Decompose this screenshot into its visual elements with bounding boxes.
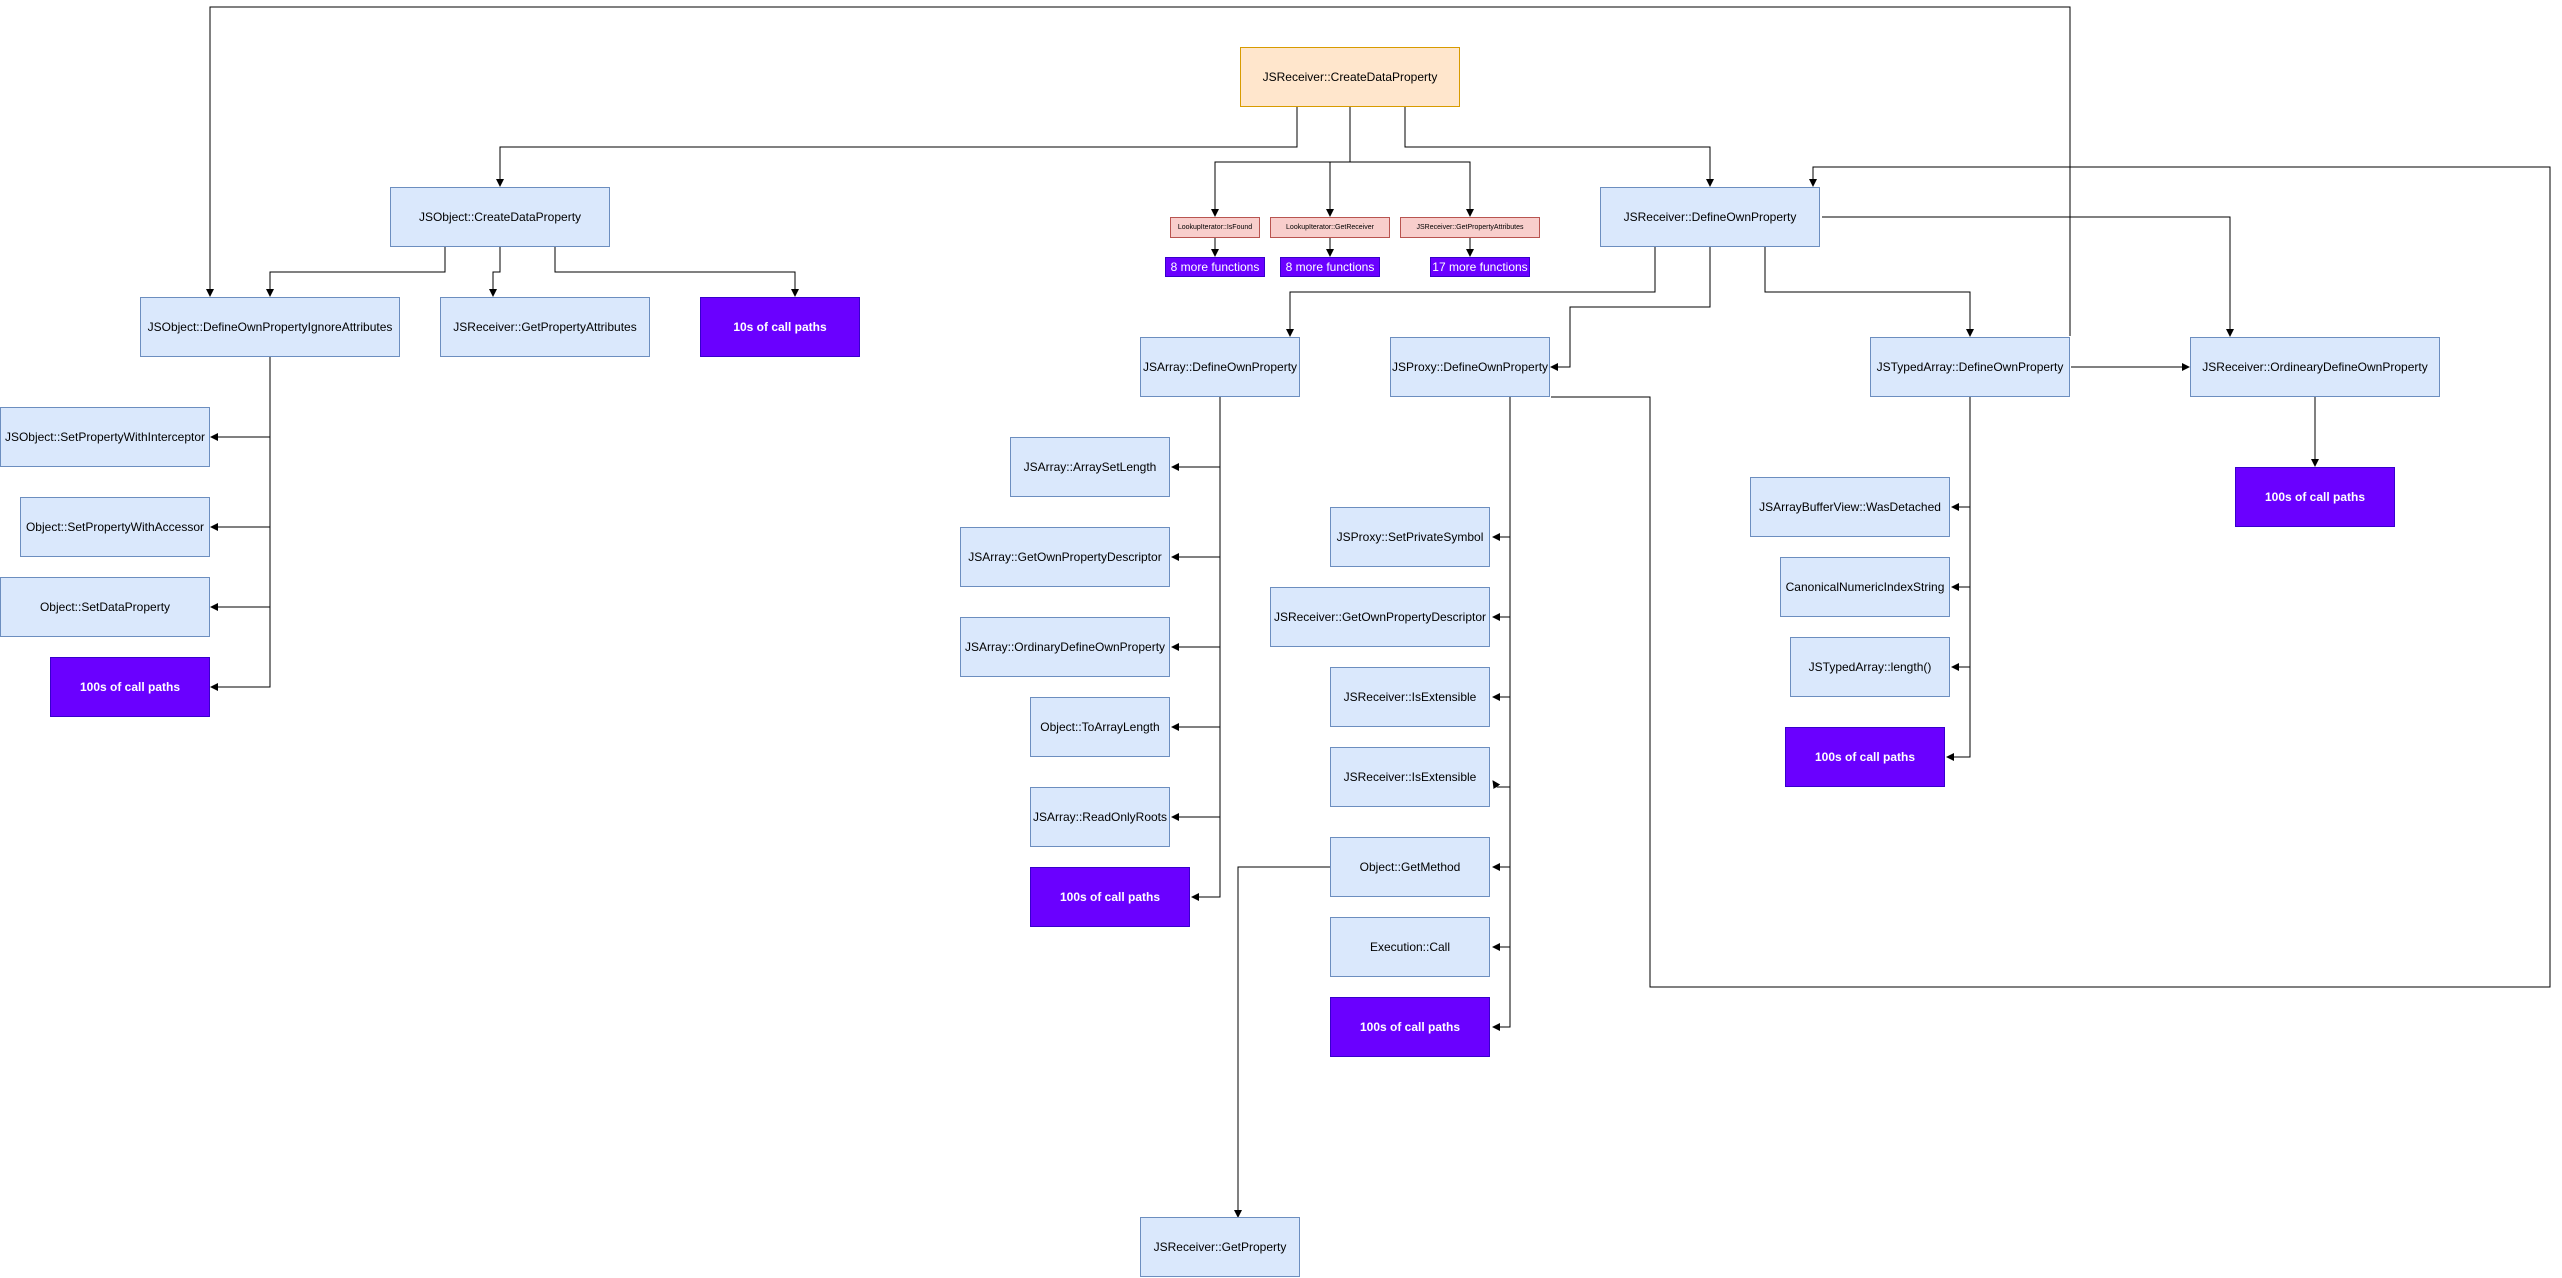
more-functions-a-node[interactable]: 8 more functions xyxy=(1165,257,1265,277)
edge-jsobject-create-to-getpropertyattributes xyxy=(489,247,501,297)
object-set-data-property-node[interactable]: Object::SetDataProperty xyxy=(0,577,210,637)
object-set-property-with-accessor-node[interactable]: Object::SetPropertyWithAccessor xyxy=(20,497,210,557)
edge-receiver-define-to-jsarray xyxy=(1286,247,1656,337)
receiver-define-own-property-node[interactable]: JSReceiver::DefineOwnProperty xyxy=(1600,187,1820,247)
edge-ignore-to-setdataproperty xyxy=(210,527,271,611)
paths-ordinary-node[interactable]: 100s of call paths xyxy=(2235,467,2395,527)
paths-left-node[interactable]: 100s of call paths xyxy=(50,657,210,717)
jsarray-define-own-property-node[interactable]: JSArray::DefineOwnProperty xyxy=(1140,337,1300,397)
jsobject-set-property-with-interceptor-node[interactable]: JSObject::SetPropertyWithInterceptor xyxy=(0,407,210,467)
receiver-get-property-node[interactable]: JSReceiver::GetProperty xyxy=(1140,1217,1300,1277)
edge-root-to-lookup-getreceiver xyxy=(1326,161,1350,217)
edge-typedarray-to-100s xyxy=(1946,667,1971,761)
jsarray-ordinary-define-own-property-node[interactable]: JSArray::OrdinaryDefineOwnProperty xyxy=(960,617,1170,677)
jsarray-array-set-length-node[interactable]: JSArray::ArraySetLength xyxy=(1010,437,1170,497)
jsobject-define-own-property-ignore-attributes-node[interactable]: JSObject::DefineOwnPropertyIgnoreAttribu… xyxy=(140,297,400,357)
jsarray-read-only-roots-node[interactable]: JSArray::ReadOnlyRoots xyxy=(1030,787,1170,847)
edge-ignore-to-accessor xyxy=(210,437,271,531)
edge-ignore-to-100s xyxy=(210,607,271,691)
paths-array-node[interactable]: 100s of call paths xyxy=(1030,867,1190,927)
canonical-numeric-index-string-node[interactable]: CanonicalNumericIndexString xyxy=(1780,557,1950,617)
jstypedarray-length-node[interactable]: JSTypedArray::length() xyxy=(1790,637,1950,697)
edge-getmethod-to-getproperty xyxy=(1234,866,1332,1218)
edge-typedarray-to-canonical xyxy=(1951,507,1971,591)
receiver-get-own-property-descriptor-node[interactable]: JSReceiver::GetOwnPropertyDescriptor xyxy=(1270,587,1490,647)
edge-root-to-receiver-define xyxy=(1404,107,1714,187)
receiver-get-property-attributes-small-node[interactable]: JSReceiver::GetPropertyAttributes xyxy=(1400,217,1540,238)
jstypedarray-define-own-property-node[interactable]: JSTypedArray::DefineOwnProperty xyxy=(1870,337,2070,397)
object-get-method-node[interactable]: Object::GetMethod xyxy=(1330,837,1490,897)
jsarraybufferview-was-detached-node[interactable]: JSArrayBufferView::WasDetached xyxy=(1750,477,1950,537)
paths-typed-node[interactable]: 100s of call paths xyxy=(1785,727,1945,787)
edge-jsproxy-to-isextensible-2 xyxy=(1492,697,1511,790)
root-node[interactable]: JSReceiver::CreateDataProperty xyxy=(1240,47,1460,107)
edge-jsproxy-to-executioncall xyxy=(1492,867,1511,951)
edge-jsproxy-to-getmethod xyxy=(1492,787,1511,871)
edge-typedarray-to-length xyxy=(1951,587,1971,671)
more-functions-b-node[interactable]: 8 more functions xyxy=(1280,257,1380,277)
edge-jsarray-to-toarraylength xyxy=(1171,647,1221,731)
edge-receiver-define-to-ordinary xyxy=(1822,216,2234,337)
edge-receiver-define-to-typedarray xyxy=(1764,247,1974,337)
edge-jsproxy-to-100s xyxy=(1492,947,1511,1031)
edge-ignore-to-interceptor xyxy=(210,356,271,441)
jsproxy-define-own-property-node[interactable]: JSProxy::DefineOwnProperty xyxy=(1390,337,1550,397)
jsobject-create-data-property-node[interactable]: JSObject::CreateDataProperty xyxy=(390,187,610,247)
receiver-ordinary-define-own-property-node[interactable]: JSReceiver::OrdinearyDefineOwnProperty xyxy=(2190,337,2440,397)
edge-jsobject-create-to-ignore-attributes xyxy=(266,247,446,297)
edge-jsproxy-to-getownpropdesc xyxy=(1492,537,1511,621)
edge-root-to-jsobject-create xyxy=(496,107,1298,187)
edge-jsarray-to-100s xyxy=(1191,817,1221,901)
lookup-is-found-node[interactable]: LookupIterator::IsFound xyxy=(1170,217,1260,238)
edge-root-to-lookup-isfound xyxy=(1211,107,1351,217)
paths-proxy-node[interactable]: 100s of call paths xyxy=(1330,997,1490,1057)
edge-jsarray-to-readonlyroots xyxy=(1171,727,1221,821)
edge-typedarray-loop-to-ignore-attributes xyxy=(206,6,2071,336)
tens-of-call-paths-node[interactable]: 10s of call paths xyxy=(700,297,860,357)
more-functions-c-node[interactable]: 17 more functions xyxy=(1430,257,1530,277)
edge-jsarray-to-setlength xyxy=(1171,397,1221,471)
lookup-get-receiver-node[interactable]: LookupIterator::GetReceiver xyxy=(1270,217,1390,238)
receiver-is-extensible-1-node[interactable]: JSReceiver::IsExtensible xyxy=(1330,667,1490,727)
jsproxy-set-private-symbol-node[interactable]: JSProxy::SetPrivateSymbol xyxy=(1330,507,1490,567)
edge-jsarray-to-getownpropdesc xyxy=(1171,467,1221,561)
edge-jsobject-create-to-10s xyxy=(554,247,799,297)
edge-receiver-define-to-jsproxy xyxy=(1550,247,1711,371)
edge-typedarray-to-wasdetached xyxy=(1951,397,1971,511)
edge-jsproxy-to-isextensible-1 xyxy=(1492,617,1511,701)
receiver-get-property-attributes-node[interactable]: JSReceiver::GetPropertyAttributes xyxy=(440,297,650,357)
execution-call-node[interactable]: Execution::Call xyxy=(1330,917,1490,977)
edge-root-to-getpropertyattributes-small xyxy=(1350,161,1474,217)
receiver-is-extensible-2-node[interactable]: JSReceiver::IsExtensible xyxy=(1330,747,1490,807)
object-to-array-length-node[interactable]: Object::ToArrayLength xyxy=(1030,697,1170,757)
edge-jsproxy-to-setprivatesymbol xyxy=(1492,397,1511,541)
edge-jsproxy-loop-to-receiver-define xyxy=(1551,166,2551,988)
edge-jsarray-to-ordinarydefine xyxy=(1171,557,1221,651)
jsarray-get-own-property-descriptor-node[interactable]: JSArray::GetOwnPropertyDescriptor xyxy=(960,527,1170,587)
